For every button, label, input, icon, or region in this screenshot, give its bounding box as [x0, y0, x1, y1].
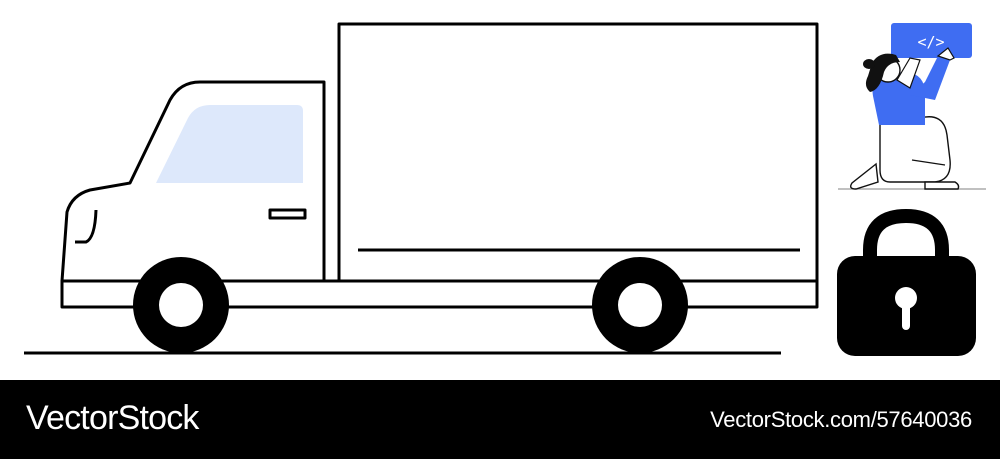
headlight	[75, 209, 98, 244]
developer-legs	[879, 116, 951, 183]
padlock-shackle	[863, 208, 949, 258]
door-handle	[268, 208, 307, 220]
brand-logo: VectorStock	[26, 399, 199, 437]
cab-window	[156, 105, 303, 183]
image-url: VectorStock.com/57640036	[710, 407, 972, 432]
padlock-keyhole	[895, 287, 917, 309]
developer-shoe	[849, 162, 879, 190]
developer-arm	[910, 56, 950, 100]
rear-wheel	[592, 257, 688, 353]
developer-figure: </>	[838, 23, 986, 190]
watermark-bar: VectorStock VectorStock.com/57640036	[0, 380, 1000, 459]
padlock-icon	[837, 208, 976, 356]
cargo-box	[337, 22, 819, 283]
code-sign	[891, 23, 972, 58]
illustration: </>	[24, 22, 986, 356]
front-wheel	[133, 257, 229, 353]
code-sign-label: </>	[917, 33, 944, 51]
developer-torso	[872, 72, 926, 125]
